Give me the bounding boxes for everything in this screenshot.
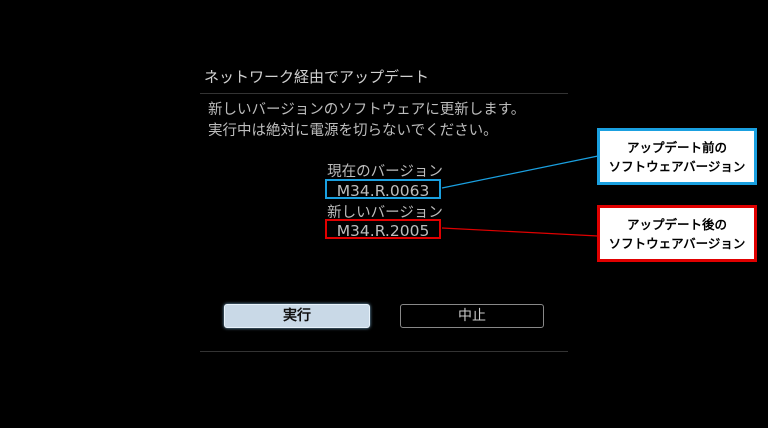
bottom-divider	[200, 351, 568, 352]
current-version-label: 現在のバージョン	[327, 164, 443, 180]
dialog-message: 新しいバージョンのソフトウェアに更新します。 実行中は絶対に電源を切らないでくだ…	[208, 100, 525, 142]
callout-line-before	[441, 155, 599, 189]
message-line: 新しいバージョンのソフトウェアに更新します。	[208, 102, 526, 118]
cancel-button[interactable]: 中止	[400, 304, 544, 328]
dialog-title: ネットワーク経由でアップデート	[204, 68, 430, 86]
callout-after-update: アップデート後の ソフトウェアバージョン	[597, 205, 757, 262]
current-version-value: M34.R.0063	[325, 179, 441, 200]
execute-button[interactable]: 実行	[224, 304, 370, 328]
callout-before-update: アップデート前の ソフトウェアバージョン	[597, 128, 757, 185]
new-version-label: 新しいバージョン	[327, 205, 443, 221]
message-line: 実行中は絶対に電源を切らないでください。	[208, 123, 498, 139]
callout-after-line2: ソフトウェアバージョン	[608, 235, 746, 251]
callout-before-line2: ソフトウェアバージョン	[608, 158, 746, 174]
callout-before-line1: アップデート前の	[626, 139, 727, 155]
callout-line-after	[441, 227, 599, 237]
callout-after-line1: アップデート後の	[626, 216, 727, 232]
title-divider	[200, 93, 568, 94]
new-version-value: M34.R.2005	[325, 219, 441, 240]
